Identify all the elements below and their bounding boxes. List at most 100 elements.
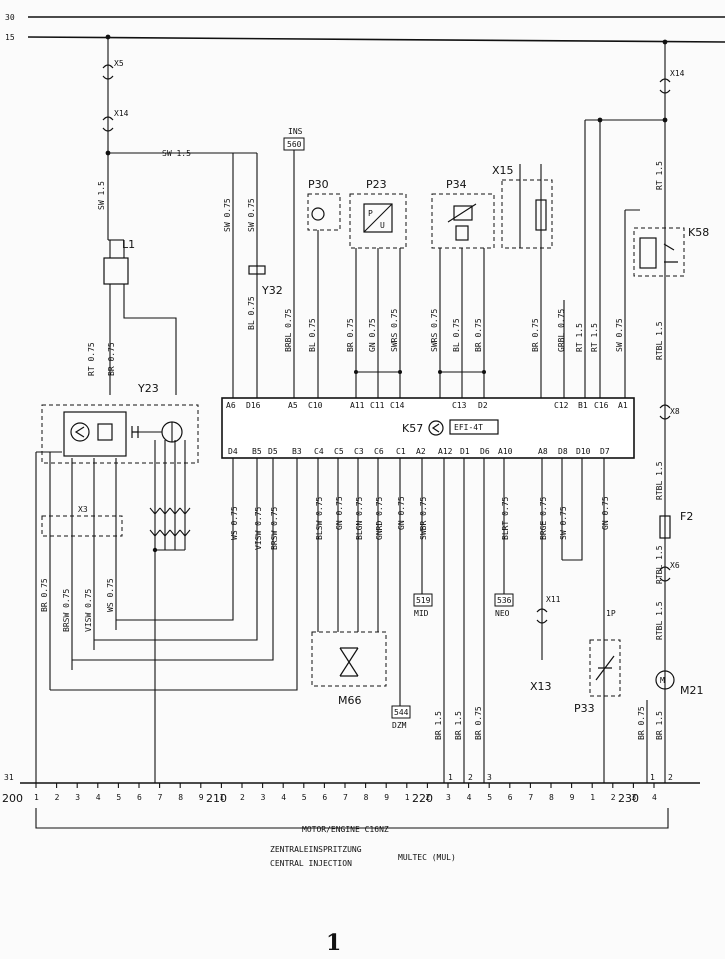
tag-519: 519 [416, 596, 431, 605]
wire-rt15-b: RT 1.5 [590, 323, 599, 352]
scale-tick-label: 3 [261, 793, 266, 802]
wire-br075-f: BR 0.75 [474, 706, 483, 740]
conn-x6: X6 [670, 561, 680, 570]
label-efi: EFI-4T [454, 423, 483, 432]
scale-tick-label: 2 [425, 793, 430, 802]
sensor-p30: P30 [307, 178, 341, 398]
pin-bot-17: D7 [600, 447, 610, 456]
pin-top-10: B1 [578, 401, 588, 410]
valve-y32: Y32 [248, 265, 283, 297]
injector-wires [317, 458, 605, 783]
tag-519-box [413, 593, 433, 607]
pin-top-11: C16 [594, 401, 609, 410]
scale-200: 200 [2, 792, 23, 805]
label-x13: X13 [530, 680, 552, 693]
conn-x8: X8 [670, 407, 680, 416]
pin-top-12: A1 [618, 401, 628, 410]
tag-560: 560 [287, 140, 302, 149]
pin-bot-7: C6 [374, 447, 384, 456]
wire-visw075-x3: VISW 0.75 [84, 588, 93, 632]
conn-x14-right: X14 [670, 69, 685, 78]
scale-tick-label: 8 [364, 793, 369, 802]
conn-x5: X5 [114, 59, 124, 68]
wire-brsw075-x3: BRSW 0.75 [62, 588, 71, 632]
pin-top-8: D2 [478, 401, 488, 410]
gnd-pin-5: 2 [668, 773, 673, 782]
y23-output-wires: X3 [35, 440, 191, 783]
relay-k58: K58 [633, 226, 709, 277]
pin-bot-12: D6 [480, 447, 490, 456]
label-p33: P33 [574, 702, 595, 715]
wire-blsw075: BLSW 0.75 [315, 496, 324, 540]
scale-tick-label: 7 [528, 793, 533, 802]
label-p34: P34 [446, 178, 467, 191]
wire-br075-g: BR 0.75 [637, 706, 646, 740]
scale-tick-label: 5 [116, 793, 121, 802]
pin-top-6: C14 [390, 401, 405, 410]
wire-br075-p34: BR 0.75 [474, 318, 483, 352]
pump-m21: M M21 [655, 670, 704, 697]
footer-group: MOTOR/ENGINE C16NZ [302, 825, 389, 834]
wire-sw075-c: SW 0.75 [615, 318, 624, 352]
scale-tick-label: 9 [384, 793, 389, 802]
pin-bot-13: A10 [498, 447, 513, 456]
wire-rtbl15-b: RTBL 1.5 [655, 461, 664, 500]
gnd-pin-0: 1 [448, 773, 453, 782]
label-x15: X15 [492, 164, 514, 177]
wire-br075-p23: BR 0.75 [346, 318, 355, 352]
pin-bot-8: C1 [396, 447, 406, 456]
pin-bot-15: D8 [558, 447, 568, 456]
scale-tick-label: 9 [199, 793, 204, 802]
wire-br15-b: BR 1.5 [454, 711, 463, 740]
conn-1p: 1P [606, 609, 616, 618]
left-feed: X5 X14 SW 1.5 SW 1.5 [97, 34, 258, 398]
label-k57: K57 [402, 422, 423, 435]
scale-tick-label: 6 [322, 793, 327, 802]
conn-x14-left: X14 [114, 109, 129, 118]
label-m66: M66 [338, 694, 362, 707]
tag-dzm-caption: DZM [392, 721, 407, 730]
scale-tick-label: 2 [240, 793, 245, 802]
svg-text:M: M [660, 676, 665, 685]
wire-ws075-ecu: WS 0.75 [230, 506, 239, 540]
scale-tick-label: 8 [178, 793, 183, 802]
wire-swbr075: SWBR 0.75 [419, 496, 428, 540]
wire-brge075: BRGE 0.75 [539, 496, 548, 540]
wire-swrs075-p34: SWRS 0.75 [430, 308, 439, 352]
wire-blrt075: BLRT 0.75 [501, 496, 510, 540]
wire-rt15-c: RT 1.5 [655, 161, 664, 190]
wire-sw075-d: SW 0.75 [559, 506, 568, 540]
pin-bot-0: D4 [228, 447, 238, 456]
scale-tick-label: 6 [137, 793, 142, 802]
scale-tick-label: 6 [508, 793, 513, 802]
wire-gn075-c: GN 0.75 [397, 496, 406, 530]
wire-br15-c: BR 1.5 [655, 711, 664, 740]
return-loops [50, 458, 298, 691]
wire-sw15-left: SW 1.5 [97, 181, 106, 210]
pin-top-4: A11 [350, 401, 365, 410]
wire-swrs075-p23: SWRS 0.75 [390, 308, 399, 352]
rail-15 [27, 36, 725, 43]
wire-ws075-x3: WS 0.75 [106, 578, 115, 612]
scale-220: 220 [412, 792, 433, 805]
wire-sw075-a: SW 0.75 [223, 198, 232, 232]
pin-bot-11: D1 [460, 447, 470, 456]
pin-bot-2: D5 [268, 447, 278, 456]
scale-tick-label: 5 [487, 793, 492, 802]
scale-tick-label: 1 [34, 793, 39, 802]
scale-tick-label: 2 [611, 793, 616, 802]
scale-230: 230 [618, 792, 639, 805]
wire-rtbl15-c: RTBL 1.5 [655, 545, 664, 584]
wire-br075-x3: BR 0.75 [40, 578, 49, 612]
tag-536: 536 [497, 596, 512, 605]
wire-bl075-p34: BL 0.75 [452, 318, 461, 352]
pin-top-0: A6 [226, 401, 236, 410]
pin-top-2: A5 [288, 401, 298, 410]
scale-tick-label: 3 [446, 793, 451, 802]
wire-brbl075: BRBL 0.75 [284, 308, 293, 352]
tag-536-box [494, 593, 514, 607]
label-f2: F2 [680, 510, 693, 523]
rail-15-label: 15 [5, 33, 15, 42]
